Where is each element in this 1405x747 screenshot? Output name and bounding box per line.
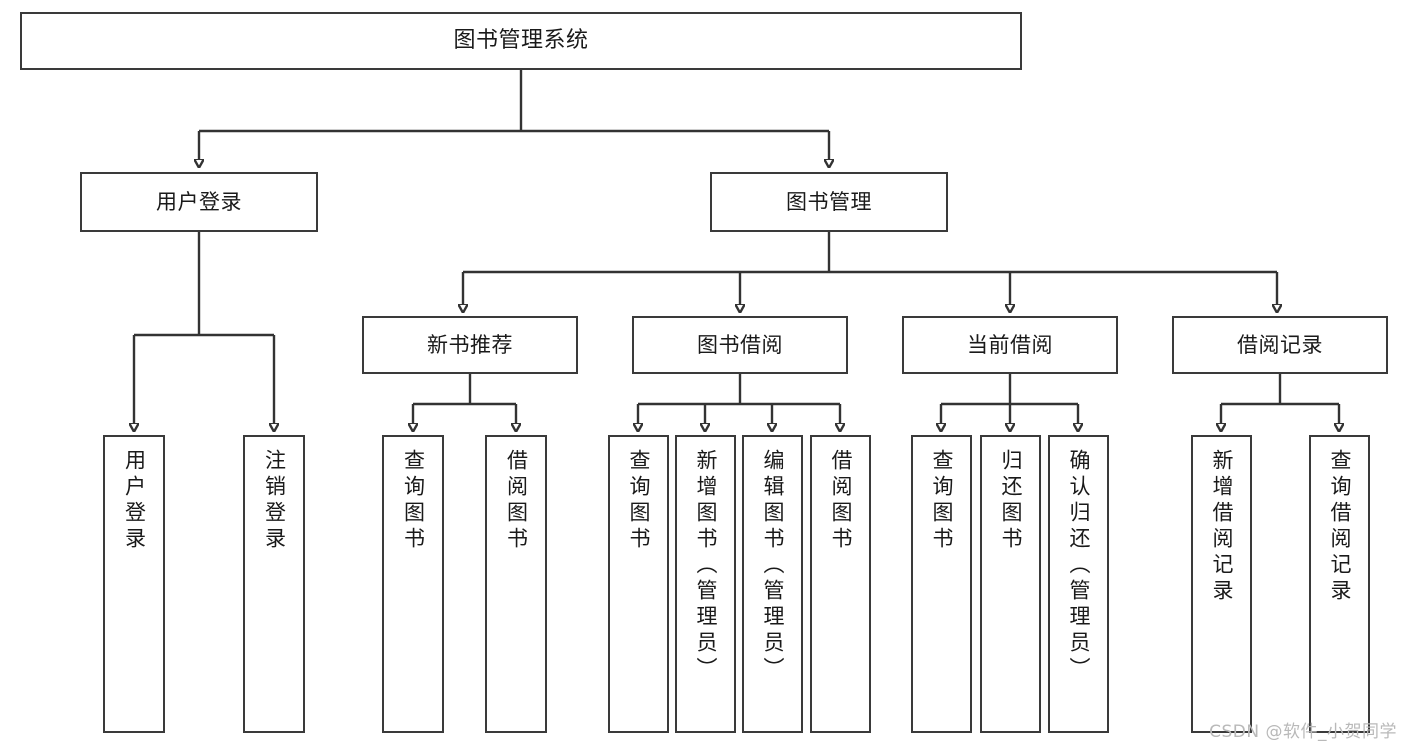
leaf-borrow-add-book-label: 新增图书（管理员） (694, 449, 718, 683)
leaf-current-return-book-label: 归还图书 (999, 449, 1023, 553)
leaf-borrow-edit-book-label: 编辑图书（管理员） (761, 449, 785, 683)
leaf-recommend-query-book[interactable]: 查询图书 (382, 435, 444, 733)
leaf-record-add-record-label: 新增借阅记录 (1210, 449, 1234, 605)
node-user-login-label: 用户登录 (156, 189, 242, 214)
leaf-current-confirm-return-label: 确认归还（管理员） (1067, 449, 1091, 683)
watermark: CSDN @软件_小贺同学 (1209, 722, 1397, 742)
leaf-borrow-add-book[interactable]: 新增图书（管理员） (675, 435, 736, 733)
node-borrow-record[interactable]: 借阅记录 (1172, 316, 1388, 374)
leaf-borrow-query-book-label: 查询图书 (627, 449, 651, 553)
node-book-borrow-label: 图书借阅 (697, 332, 783, 357)
leaf-current-return-book[interactable]: 归还图书 (980, 435, 1041, 733)
node-book-management-label: 图书管理 (786, 189, 872, 214)
leaf-current-confirm-return[interactable]: 确认归还（管理员） (1048, 435, 1109, 733)
leaf-user-login-logout[interactable]: 注销登录 (243, 435, 305, 733)
leaf-borrow-edit-book[interactable]: 编辑图书（管理员） (742, 435, 803, 733)
node-new-book-recommend-label: 新书推荐 (427, 332, 513, 357)
leaf-user-login-logout-label: 注销登录 (262, 449, 287, 553)
leaf-recommend-borrow-book-label: 借阅图书 (504, 449, 529, 553)
node-current-borrow[interactable]: 当前借阅 (902, 316, 1118, 374)
leaf-record-query-record-label: 查询借阅记录 (1328, 449, 1352, 605)
leaf-current-query-book[interactable]: 查询图书 (911, 435, 972, 733)
leaf-record-query-record[interactable]: 查询借阅记录 (1309, 435, 1370, 733)
leaf-user-login-login-label: 用户登录 (122, 449, 147, 553)
node-borrow-record-label: 借阅记录 (1237, 332, 1323, 357)
leaf-record-add-record[interactable]: 新增借阅记录 (1191, 435, 1252, 733)
node-book-borrow[interactable]: 图书借阅 (632, 316, 848, 374)
node-root[interactable]: 图书管理系统 (20, 12, 1022, 70)
leaf-user-login-login[interactable]: 用户登录 (103, 435, 165, 733)
leaf-borrow-query-book[interactable]: 查询图书 (608, 435, 669, 733)
leaf-current-query-book-label: 查询图书 (930, 449, 954, 553)
node-user-login[interactable]: 用户登录 (80, 172, 318, 232)
node-new-book-recommend[interactable]: 新书推荐 (362, 316, 578, 374)
leaf-borrow-borrow-book-label: 借阅图书 (829, 449, 853, 553)
leaf-recommend-query-book-label: 查询图书 (401, 449, 426, 553)
leaf-recommend-borrow-book[interactable]: 借阅图书 (485, 435, 547, 733)
node-root-label: 图书管理系统 (453, 28, 589, 54)
node-current-borrow-label: 当前借阅 (967, 332, 1053, 357)
leaf-borrow-borrow-book[interactable]: 借阅图书 (810, 435, 871, 733)
node-book-management[interactable]: 图书管理 (710, 172, 948, 232)
